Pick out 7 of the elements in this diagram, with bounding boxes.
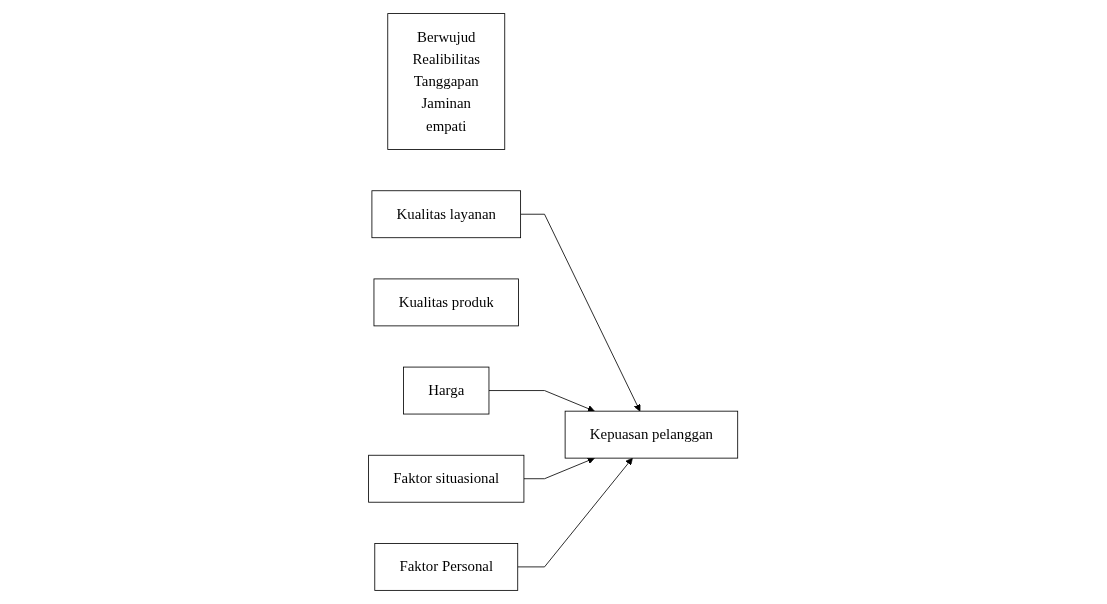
node-box: Kepuasan pelanggan — [565, 410, 739, 459]
node-box: Kualitas produk — [373, 278, 520, 327]
node-box: Berwujud Realibilitas Tanggapan Jaminan empati — [387, 13, 506, 150]
node-box: Faktor Personal — [374, 543, 519, 591]
node-box: Faktor situasional — [368, 454, 525, 503]
node-box: Kualitas layanan — [371, 190, 522, 239]
node-box: Harga — [403, 366, 490, 415]
